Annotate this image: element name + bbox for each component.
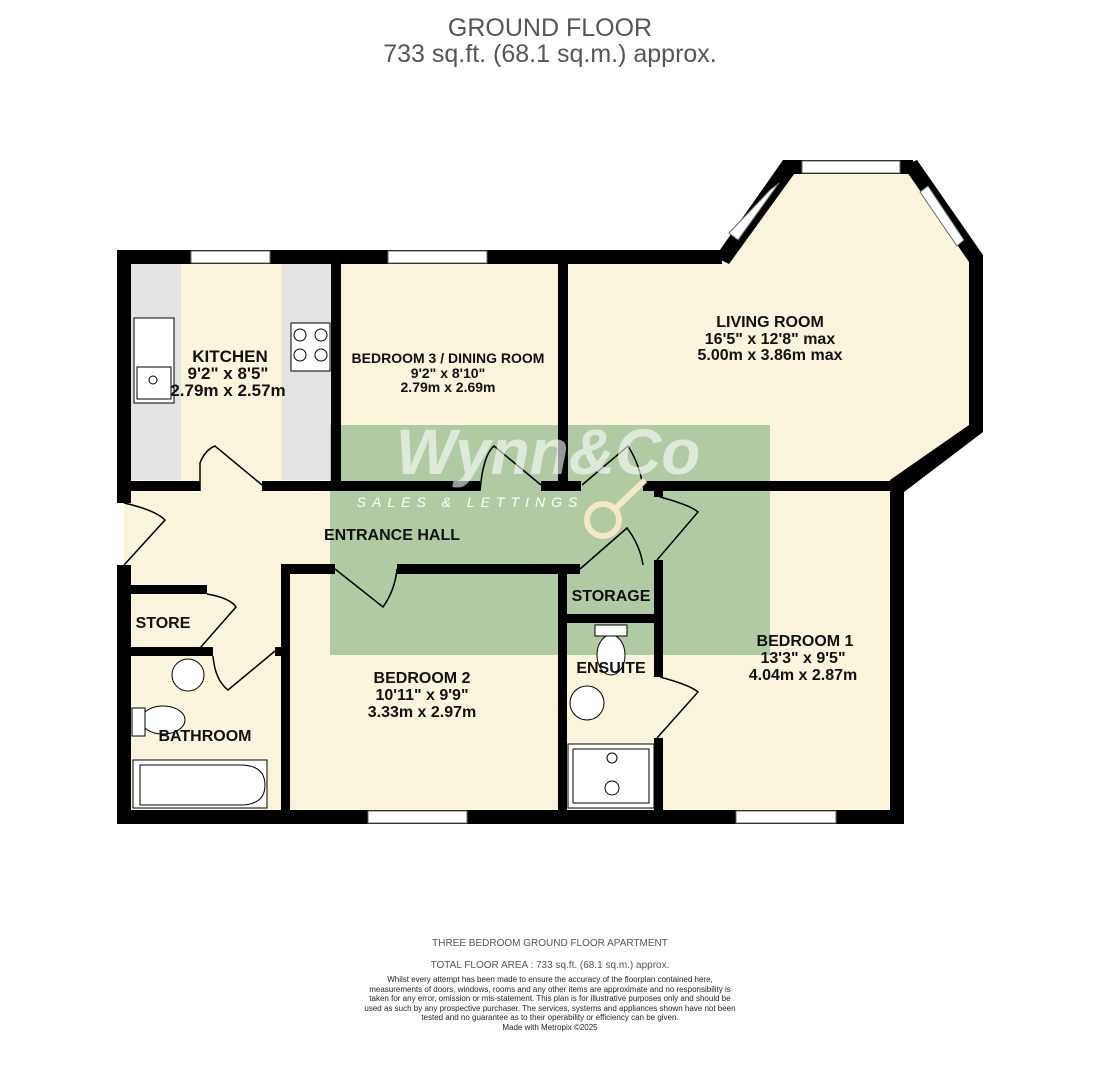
footer: THREE BEDROOM GROUND FLOOR APARTMENT TOT… xyxy=(0,938,1100,1032)
floor-area: 733 sq.ft. (68.1 sq.m.) approx. xyxy=(383,40,717,68)
window xyxy=(728,182,780,241)
living-name: LIVING ROOM xyxy=(716,314,824,331)
kitchen-name: KITCHEN xyxy=(192,347,268,366)
entrance-door xyxy=(123,502,167,566)
basin-icon xyxy=(171,658,205,692)
bedroom3-name: BEDROOM 3 / DINING ROOM xyxy=(352,350,545,366)
bathroom-door xyxy=(212,650,276,691)
windows xyxy=(190,160,965,824)
ensuite-basin-icon xyxy=(569,685,605,721)
living-metric: 5.00m x 3.86m max xyxy=(698,347,843,364)
bedroom1-imperial: 13'3" x 9'5" xyxy=(760,650,845,667)
key-icon xyxy=(584,501,622,539)
hall-name: ENTRANCE HALL xyxy=(324,527,460,544)
bedroom3-door xyxy=(479,445,542,492)
bedroom2-name: BEDROOM 2 xyxy=(374,670,471,687)
window xyxy=(367,810,468,824)
bedroom2-metric: 3.33m x 2.97m xyxy=(368,704,477,721)
bedroom1-metric: 4.04m x 2.87m xyxy=(749,667,858,684)
footer-subtitle: THREE BEDROOM GROUND FLOOR APARTMENT xyxy=(432,938,668,949)
bedroom3-imperial: 9'2" x 8'10" xyxy=(411,365,485,381)
window xyxy=(919,185,965,247)
window xyxy=(190,250,271,264)
room-labels: KITCHEN 9'2" x 8'5" 2.79m x 2.57m BEDROO… xyxy=(136,314,858,745)
ensuite-door xyxy=(656,676,700,739)
window xyxy=(735,810,837,824)
kitchen-metric: 2.79m x 2.57m xyxy=(170,381,285,400)
footer-total-area: TOTAL FLOOR AREA : 733 sq.ft. (68.1 sq.m… xyxy=(430,960,670,971)
bedroom1-name: BEDROOM 1 xyxy=(757,633,854,650)
bedroom3-metric: 2.79m x 2.69m xyxy=(401,379,496,395)
watermark-box xyxy=(330,425,770,655)
footer-credit: Made with Metropix ©2025 xyxy=(502,1022,598,1032)
bedroom1-door xyxy=(656,496,700,561)
store-door xyxy=(199,593,237,649)
bedroom2-imperial: 10'11" x 9'9" xyxy=(375,687,468,704)
watermark-logo: Wynn&Co SALES & LETTINGS xyxy=(357,416,701,539)
store-name: STORE xyxy=(136,615,191,632)
window xyxy=(801,160,901,174)
bedroom2-door xyxy=(334,568,398,609)
fixtures xyxy=(131,317,655,809)
footer-disclaimer: Whilst every attempt has been made to en… xyxy=(364,975,736,1022)
floor-title: GROUND FLOOR xyxy=(447,14,653,42)
kitchen-door xyxy=(199,445,263,491)
living-imperial: 16'5" x 12'8" max xyxy=(705,331,836,348)
storage-name: STORAGE xyxy=(572,588,651,605)
window xyxy=(387,250,488,264)
watermark-brand: Wynn&Co xyxy=(396,416,701,488)
ensuite-name: ENSUITE xyxy=(576,660,646,677)
floors xyxy=(124,167,976,817)
watermark-tagline: SALES & LETTINGS xyxy=(357,494,584,510)
kitchen-imperial: 9'2" x 8'5" xyxy=(188,364,269,383)
storage-door xyxy=(579,526,644,570)
bathroom-name: BATHROOM xyxy=(158,728,251,745)
